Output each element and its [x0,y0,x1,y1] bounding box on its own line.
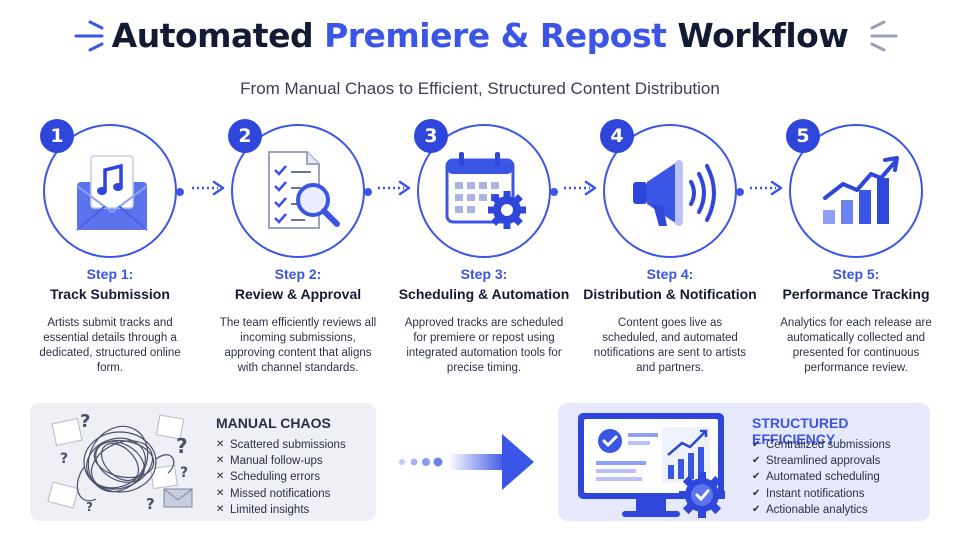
list-item: ✔ Actionable analytics [752,502,891,518]
step-number: 4 [600,119,634,153]
page-title: Automated Premiere & Repost Workflow [0,14,960,58]
step-label: Step 2: [274,266,322,282]
arrow-right-icon [192,180,225,196]
list-item-text: Scattered submissions [230,439,346,451]
checklist-magnifier-icon [268,151,340,229]
monitor-dashboard-icon [578,413,725,518]
transition-arrow-icon [399,434,534,490]
step-description: Artists submit tracks and essential deta… [39,317,181,374]
svg-text:?: ? [146,495,155,513]
connector-dot [364,188,372,196]
list-item: ✕ Scheduling errors [216,469,346,485]
list-item: ✕ Limited insights [216,502,346,518]
svg-text:?: ? [176,434,188,458]
svg-text:?: ? [60,451,68,467]
check-icon: ✔ [752,471,761,483]
step-description: Analytics for each release are automatic… [780,317,932,374]
list-item-text: Streamlined approvals [766,455,881,468]
step-number: 1 [40,119,74,153]
step-label: Step 3: [460,266,508,282]
list-item: ✕ Missed notifications [216,486,346,502]
step-label: Step 4: [646,266,694,282]
music-envelope-icon [76,155,148,231]
structured-efficiency-panel: STRUCTURED EFFICIENCY ✔ Centralized submi… [558,403,930,521]
check-icon: ✔ [752,455,761,467]
step-description: Approved tracks are scheduled for premie… [404,317,564,374]
svg-text:?: ? [80,411,90,432]
efficiency-list: ✔ Centralized submissions ✔ Streamlined ap… [752,437,891,518]
check-icon: ✔ [752,439,761,450]
x-icon: ✕ [216,439,225,450]
step-name: Track Submission [50,286,170,302]
x-icon: ✕ [216,487,225,499]
growth-chart-icon [823,156,899,224]
chaos-title: MANUAL CHAOS [216,415,331,431]
header: Automated Premiere & Repost Workflow Fro… [0,14,960,99]
connector-dot [176,188,184,196]
list-item-text: Missed notifications [230,487,331,500]
x-icon: ✕ [216,455,225,467]
svg-text:?: ? [180,465,188,481]
list-item-text: Actionable analytics [766,503,868,516]
arrow-right-icon [378,180,411,196]
svg-text:?: ? [86,500,93,514]
step-description: The team efficiently reviews all incomin… [219,317,377,374]
list-item-text: Automated scheduling [766,471,880,484]
list-item-text: Manual follow-ups [230,455,323,468]
page-subtitle: From Manual Chaos to Efficient, Structur… [240,79,720,98]
arrow-right-icon [564,180,597,196]
list-item: ✔ Instant notifications [752,486,891,502]
list-item: ✕ Manual follow-ups [216,453,346,469]
step-name: Review & Approval [234,286,362,302]
x-icon: ✕ [216,471,225,483]
step-name: Performance Tracking [782,286,930,302]
efficiency-title: STRUCTURED EFFICIENCY [752,415,849,447]
list-item-text: Instant notifications [766,487,865,500]
list-item-text: Scheduling errors [230,471,321,484]
list-item: ✔ Automated scheduling [752,469,891,485]
arrow-right-icon [750,180,783,196]
tangled-scribble-icon: ? ? ? ? ? ? [47,411,193,514]
x-icon: ✕ [216,503,225,515]
title-part: Workflow [666,16,849,55]
workflow-steps: 1 Step 1: Track Submission Artists submi… [0,116,960,396]
list-item-text: Limited insights [230,503,310,516]
calendar-gear-icon [445,152,526,229]
manual-chaos-panel: ? ? ? ? ? ? MANUAL CHAOS ✕ Scattered subm… [30,403,376,521]
list-item-text: Centralized submissions [766,439,891,451]
sparkle-lines-icon [74,20,104,52]
step-name: Scheduling & Automation [398,286,570,302]
title-part: Automated [111,16,325,55]
step-name: Distribution & Notification [583,286,757,302]
list-item: ✕ Scattered submissions [216,437,346,453]
title-accent: Premiere & Repost [324,16,667,55]
connector-dot [550,188,558,196]
step-number: 5 [786,119,820,153]
check-icon: ✔ [752,503,761,515]
step-description: Content goes live as scheduled, and auto… [593,317,747,374]
list-item: ✔ Centralized submissions [752,437,891,453]
step-number: 3 [414,119,448,153]
check-icon: ✔ [752,487,761,499]
step-number: 2 [228,119,262,153]
step-label: Step 1: [86,266,134,282]
sparkle-lines-icon [870,20,898,52]
connector-dot [736,188,744,196]
chaos-list: ✕ Scattered submissions ✕ Manual follow-up… [216,437,346,518]
megaphone-icon [633,160,716,226]
step-label: Step 5: [832,266,880,282]
list-item: ✔ Streamlined approvals [752,453,891,469]
